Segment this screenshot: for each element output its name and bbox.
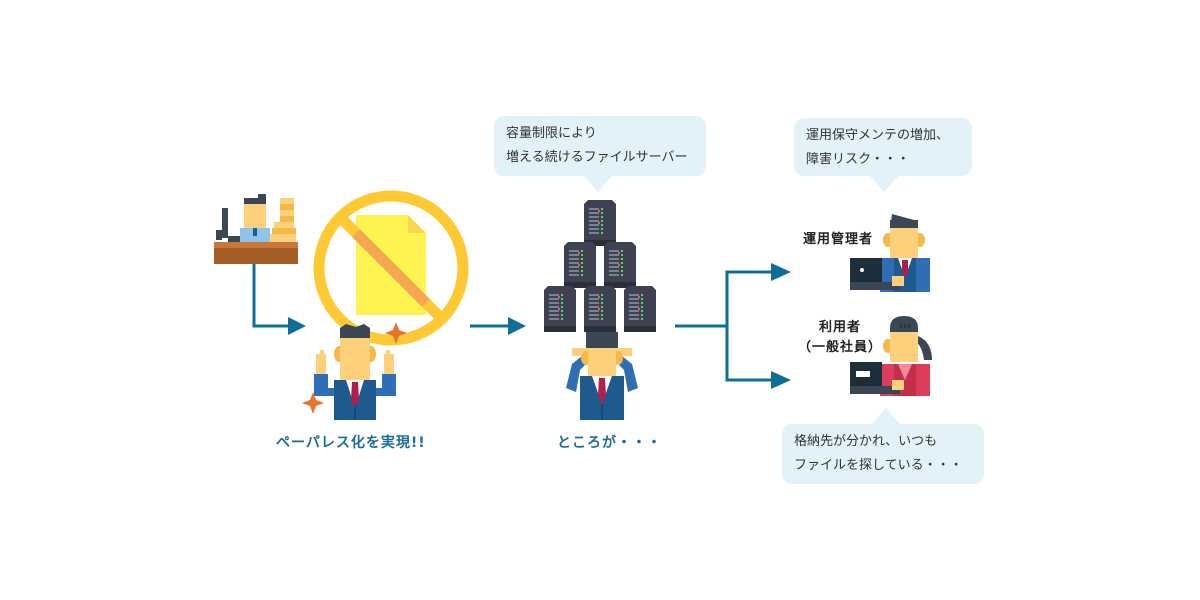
bubble-tail: [872, 408, 900, 424]
bubble-text-line1: 格納先が分かれ、いつも: [794, 434, 938, 449]
bubble-text-line1: 運用保守メンテの増加、: [806, 128, 950, 143]
bubble-text-line2: ファイルを探している・・・: [794, 458, 963, 473]
speech-bubble-servers: 容量制限により 増える続けるファイルサーバー: [494, 116, 706, 192]
role-label-user-line1: 利用者: [818, 320, 861, 335]
admin-at-laptop-icon: [850, 214, 930, 292]
server-stack-icon: [544, 200, 656, 332]
caption-paperless: ペーパレス化を実現!!: [276, 435, 426, 451]
desk-worker-icon: [214, 194, 298, 264]
flow-arrow-branch: [675, 263, 791, 389]
server-icon: [584, 200, 616, 246]
role-label-user: 利用者 （一般社員）: [794, 318, 886, 358]
server-icon: [544, 286, 576, 332]
caption-servers: ところが・・・: [557, 435, 662, 451]
bubble-tail: [584, 176, 612, 192]
no-paper-icon: [313, 190, 469, 346]
speech-bubble-user: 格納先が分かれ、いつも ファイルを探している・・・: [782, 408, 984, 484]
server-icon: [604, 242, 636, 288]
employee-at-laptop-icon: [850, 316, 932, 396]
flow-arrow-to-servers: [470, 317, 526, 335]
server-icon: [624, 286, 656, 332]
speech-bubble-admin: 運用保守メンテの増加、 障害リスク・・・: [794, 118, 972, 192]
bubble-text-line2: 増える続けるファイルサーバー: [506, 150, 688, 165]
bubble-text-line1: 容量制限により: [506, 126, 597, 141]
role-label-user-line2: （一般社員）: [797, 340, 882, 355]
role-label-admin: 運用管理者: [802, 232, 873, 247]
server-icon: [584, 286, 616, 332]
happy-person-icon: [302, 322, 407, 420]
bubble-text-line2: 障害リスク・・・: [806, 152, 910, 167]
bubble-tail: [870, 176, 898, 192]
sparkle-icon: [302, 322, 407, 414]
server-icon: [564, 242, 596, 288]
flow-arrow-desk-to-paperless: [252, 264, 306, 335]
troubled-person-icon: [566, 332, 638, 420]
